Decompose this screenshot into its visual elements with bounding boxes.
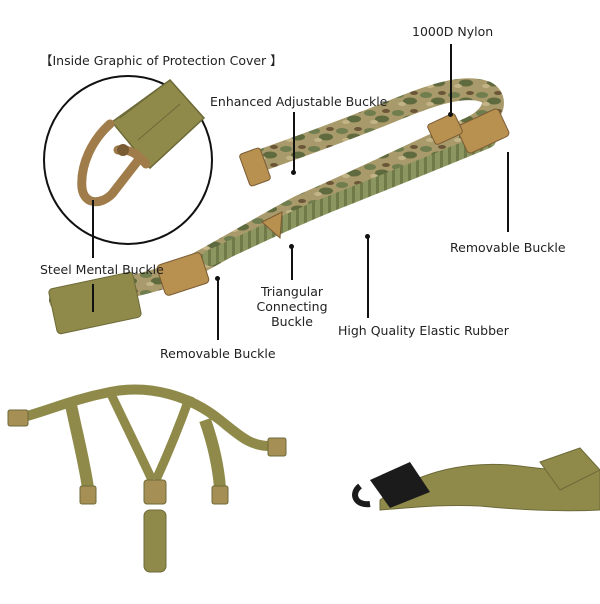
leader-nylon-dot (448, 112, 453, 117)
hook-closeup (352, 447, 600, 512)
label-triangular-buckle: Triangular Connecting Buckle (248, 284, 336, 329)
inset-circle (43, 75, 213, 245)
label-triangular-line2: Connecting (256, 299, 328, 314)
label-elastic-rubber: High Quality Elastic Rubber (338, 323, 509, 338)
label-removable-buckle-right: Removable Buckle (450, 240, 566, 255)
label-steel-buckle: Steel Mental Buckle (40, 262, 164, 277)
label-triangular-line3: Buckle (271, 314, 313, 329)
leader-steel-down (92, 284, 94, 312)
leader-elastic (367, 236, 369, 318)
leader-adjustable (293, 112, 295, 172)
label-nylon: 1000D Nylon (412, 24, 494, 39)
leader-triangular (291, 246, 293, 280)
leader-adjustable-dot (291, 170, 296, 175)
label-adjustable-buckle: Enhanced Adjustable Buckle (210, 94, 388, 109)
inset-title: 【Inside Graphic of Protection Cover 】 (40, 53, 283, 68)
olive-sling (7, 384, 287, 573)
leader-removable-right (507, 152, 509, 232)
leader-elastic-dot (365, 234, 370, 239)
leader-triangular-dot (289, 244, 294, 249)
label-removable-buckle-bottom: Removable Buckle (160, 346, 276, 361)
label-triangular-line1: Triangular (260, 284, 324, 299)
leader-steel (92, 200, 94, 258)
leader-nylon (450, 44, 452, 114)
leader-removable-bottom (217, 278, 219, 340)
camo-sling (48, 78, 510, 335)
leader-removable-bottom-dot (215, 276, 220, 281)
